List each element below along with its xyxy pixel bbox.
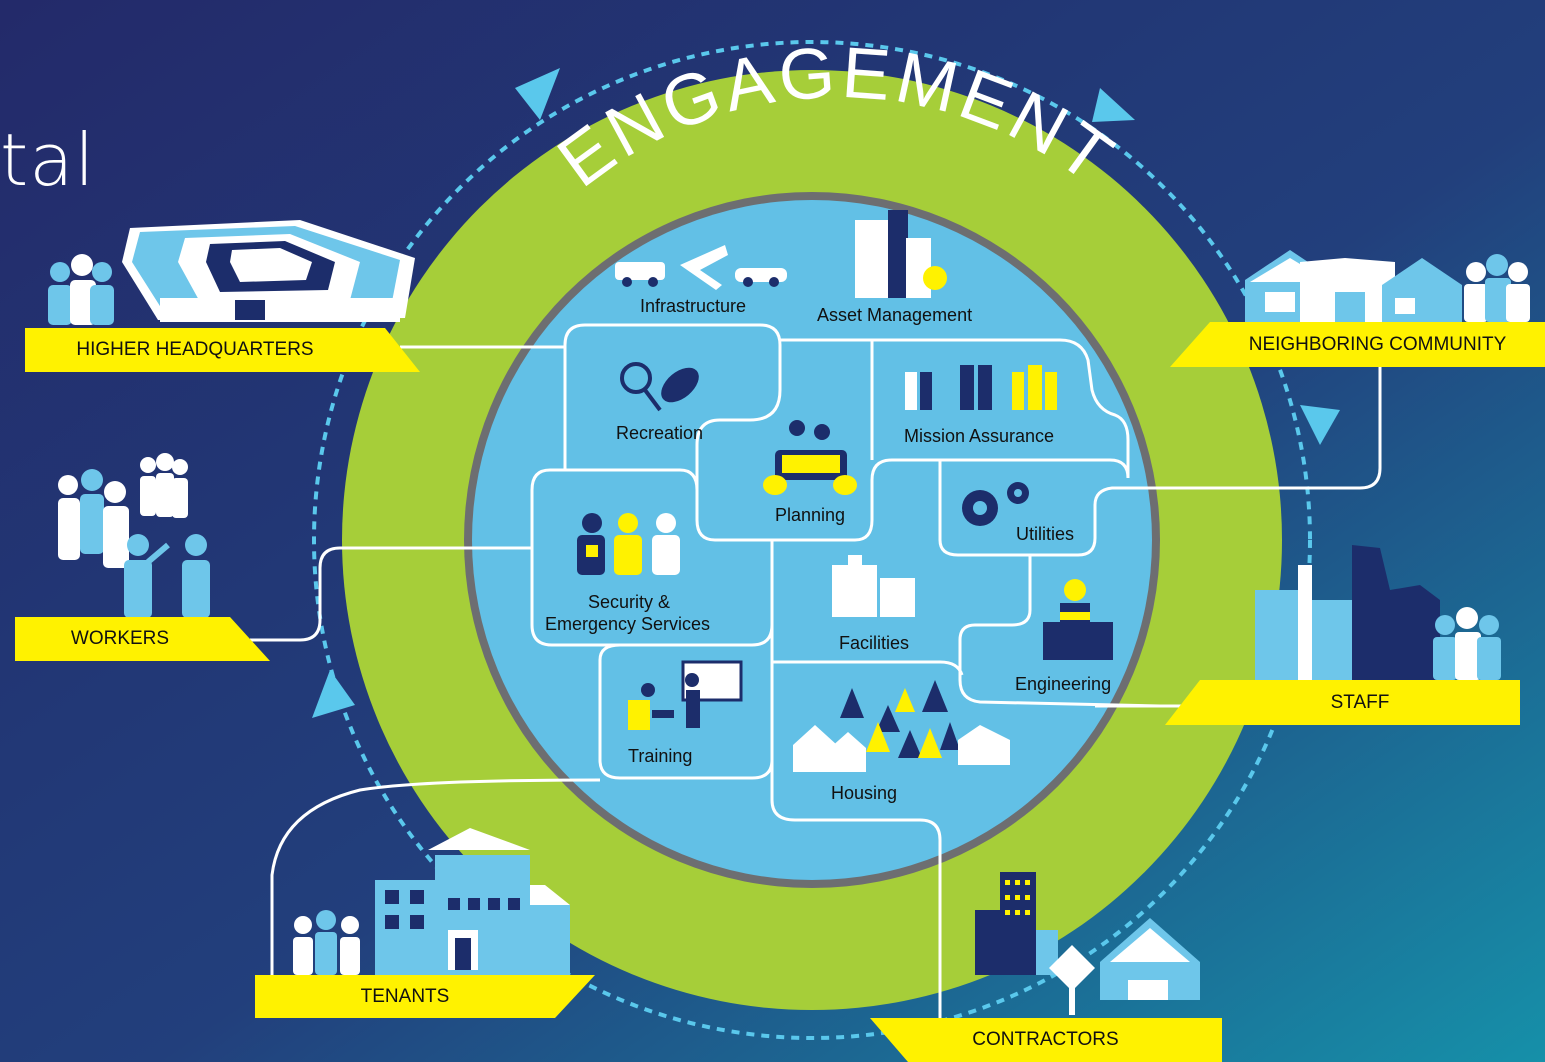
stakeholder-contractors: CONTRACTORS [972,1029,1119,1050]
people-icon [48,254,114,325]
cycle-arrow-icon [515,68,560,120]
page-title-fragment: tal [0,118,96,202]
label-engineering: Engineering [1015,674,1112,694]
banner-tenants [255,975,595,1018]
infrastructure-vehicles-icon [615,245,787,290]
stakeholder-higher-hq: HIGHER HEADQUARTERS [76,339,314,360]
banner-neighboring [1170,322,1545,367]
sports-ball-icon [620,362,699,412]
label-recreation: Recreation [616,423,704,443]
banner-contractors [870,1018,1222,1062]
mission-people-icon [905,365,1057,410]
contractors-icon [975,872,1200,1015]
security-emergency-icon [577,513,680,575]
planning-table-icon [763,420,857,495]
tenants-buildings-icon [293,828,570,975]
stakeholder-staff: STAFF [1330,691,1390,713]
banner-higher-hq [25,328,420,372]
neighborhood-houses-icon [1245,250,1530,322]
stakeholder-workers: WORKERS [70,628,170,649]
housing-trees-icon [793,680,1010,772]
stakeholder-connectors [250,345,1382,975]
asset-buildings-icon [855,210,947,298]
label-housing: Housing [831,783,898,803]
cycle-arrow-icon [312,670,355,718]
training-icon [628,660,743,730]
staff-city-icon [1255,545,1501,680]
label-security-line1: Security & [588,592,671,612]
banner-workers [15,617,270,661]
label-security-line2: Emergency Services [545,614,711,634]
label-asset-management: Asset Management [817,305,973,325]
label-infrastructure: Infrastructure [640,296,747,316]
label-planning: Planning [775,505,846,525]
facilities-buildings-icon [832,555,915,617]
stakeholder-neighboring: NEIGHBORING COMMUNITY [1248,333,1507,355]
cycle-arrow-icon [1092,88,1135,122]
banner-staff [1165,680,1520,725]
function-partitions [530,323,1161,1040]
label-mission-assurance: Mission Assurance [904,426,1055,446]
engineer-icon [1043,579,1113,660]
gears-icon [962,482,1029,526]
label-facilities: Facilities [839,633,910,653]
pentagon-icon [122,220,415,322]
label-utilities: Utilities [1016,524,1075,544]
cycle-dashed-ring [312,40,1312,1040]
workers-icon [58,453,210,618]
label-training: Training [628,746,693,766]
stakeholder-tenants: TENANTS [360,985,450,1007]
cycle-arrow-icon [1300,405,1340,445]
